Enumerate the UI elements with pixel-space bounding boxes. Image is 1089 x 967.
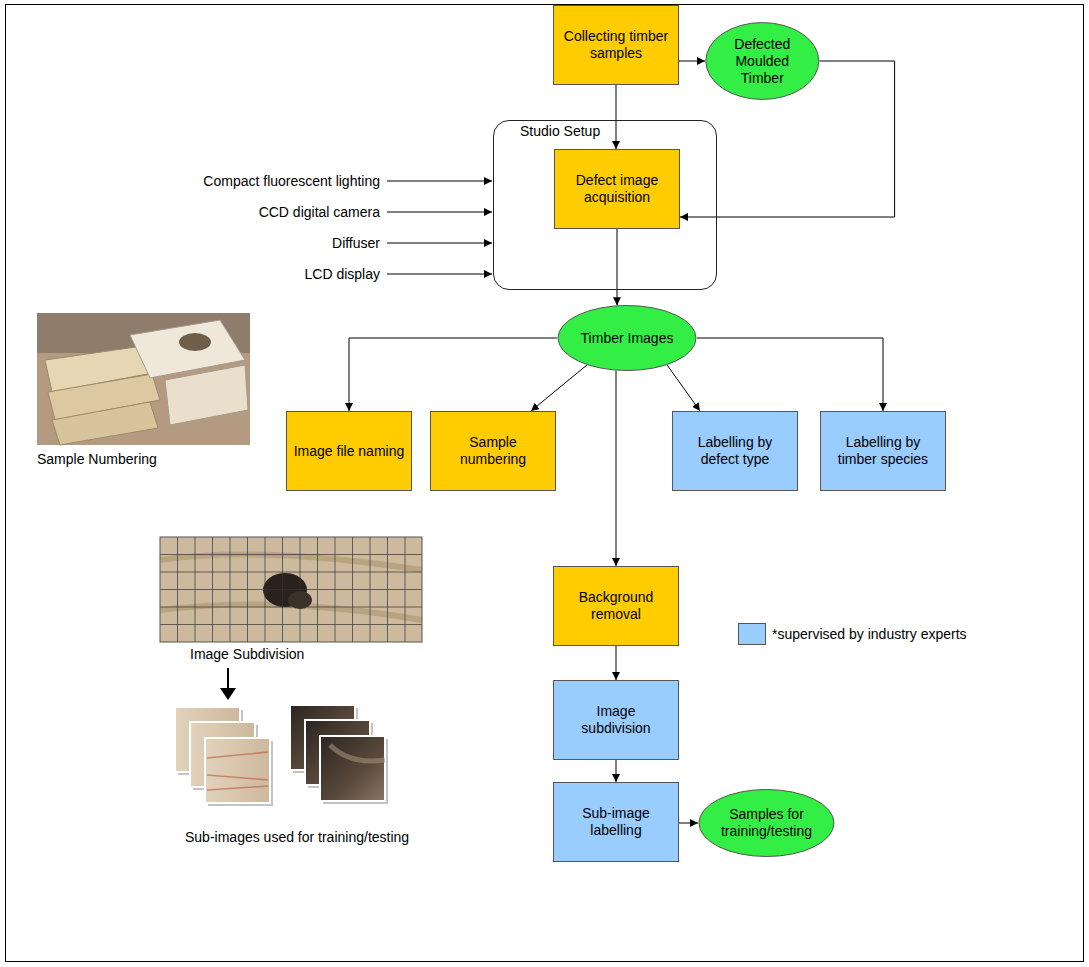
legend-row: *supervised by industry experts: [738, 623, 1058, 647]
flow-arrow: [616, 646, 617, 680]
group-title: Studio Setup: [520, 123, 600, 140]
ellipse-shape: [558, 305, 696, 370]
node-label: Sub-image labelling: [560, 805, 672, 839]
sample-photo: [37, 313, 250, 445]
input-label: Compact fluorescent lighting: [140, 172, 380, 190]
photo-caption: Sample Numbering: [37, 450, 237, 468]
flow-arrow: [616, 760, 617, 782]
node-label: Image file naming: [294, 443, 405, 460]
data-ellipse: Defected Moulded Timber: [705, 22, 820, 100]
photo-caption: Image Subdivision: [190, 645, 390, 663]
flow-arrow: [679, 61, 705, 62]
sub-image-tiles: [175, 705, 388, 806]
node-label: Timber Images: [581, 330, 674, 347]
expert-box: Sub-image labelling: [553, 782, 679, 862]
node-label: Collecting timber samples: [560, 28, 672, 62]
down-arrow: [220, 668, 236, 700]
legend-swatch: [738, 623, 766, 645]
expert-box: Labelling by defect type: [672, 411, 798, 491]
node-label: Samples for training/testing: [708, 806, 826, 840]
ellipse-shape: [699, 789, 834, 856]
expert-box: Labelling by timber species: [820, 411, 946, 491]
flow-arrow: [667, 365, 700, 411]
node-label: Sample numbering: [437, 434, 549, 468]
process-box: Background removal: [553, 566, 679, 646]
input-label: CCD digital camera: [140, 203, 380, 221]
data-ellipse: Timber Images: [557, 305, 697, 371]
flow-arrow: [616, 371, 617, 566]
flow-arrow: [349, 338, 557, 411]
node-label: Labelling by defect type: [679, 434, 791, 468]
expert-box: Image subdivision: [553, 680, 679, 760]
node-label: Defect image acquisition: [561, 172, 673, 206]
photo-caption: Sub-images used for training/testing: [185, 828, 485, 846]
flow-arrow: [617, 229, 618, 305]
node-label: Image subdivision: [560, 703, 672, 737]
outer-frame: [6, 5, 1084, 962]
process-box: Collecting timber samples: [553, 5, 679, 85]
node-label: Background removal: [560, 589, 672, 623]
node-label: Labelling by timber species: [827, 434, 939, 468]
input-label: LCD display: [140, 265, 380, 283]
flow-arrow: [531, 365, 587, 411]
flow-arrow: [679, 823, 698, 824]
process-box: Image file naming: [286, 411, 412, 491]
process-box: Sample numbering: [430, 411, 556, 491]
flow-arrow: [616, 85, 617, 149]
subdivision-photo: [160, 537, 422, 642]
process-box: Defect image acquisition: [554, 149, 680, 229]
studio-group: Studio SetupDefect image acquisition: [493, 120, 717, 290]
flow-arrow: [697, 338, 883, 411]
data-ellipse: Samples for training/testing: [698, 789, 835, 857]
input-label: Diffuser: [140, 234, 380, 252]
ellipse-shape: [706, 23, 819, 100]
legend-text: *supervised by industry experts: [772, 625, 967, 643]
node-label: Defected Moulded Timber: [713, 36, 812, 87]
input-arrows: [387, 181, 492, 274]
